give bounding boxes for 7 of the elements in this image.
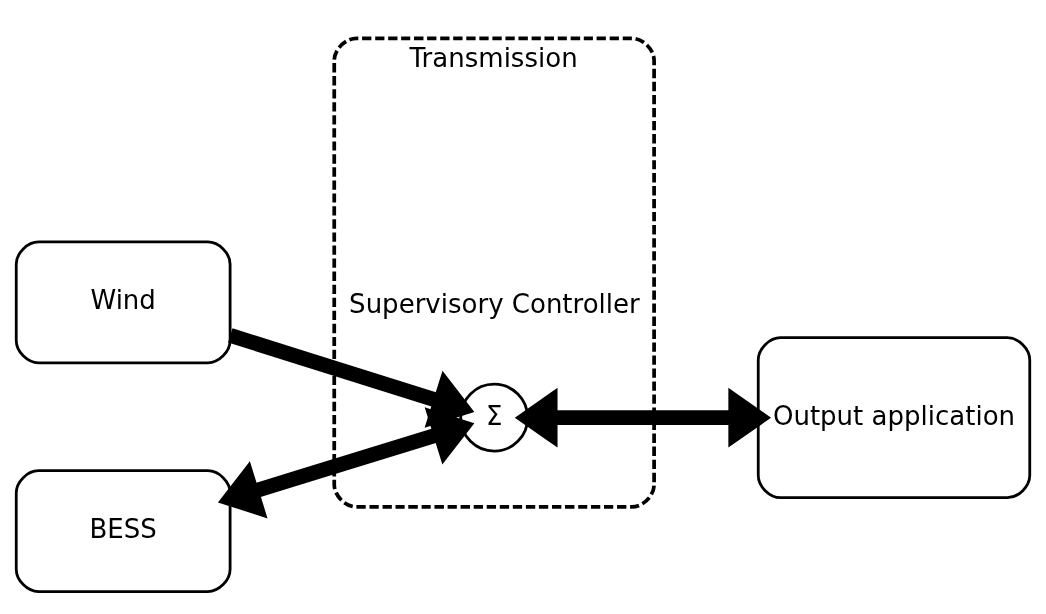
arrow [228,327,475,428]
arrow [217,406,475,518]
node-box: Output application [756,335,1032,499]
node-circle: Σ [459,382,530,453]
node-box: Wind [14,240,232,364]
node-box: BESS [14,468,232,593]
arrow [514,387,772,448]
